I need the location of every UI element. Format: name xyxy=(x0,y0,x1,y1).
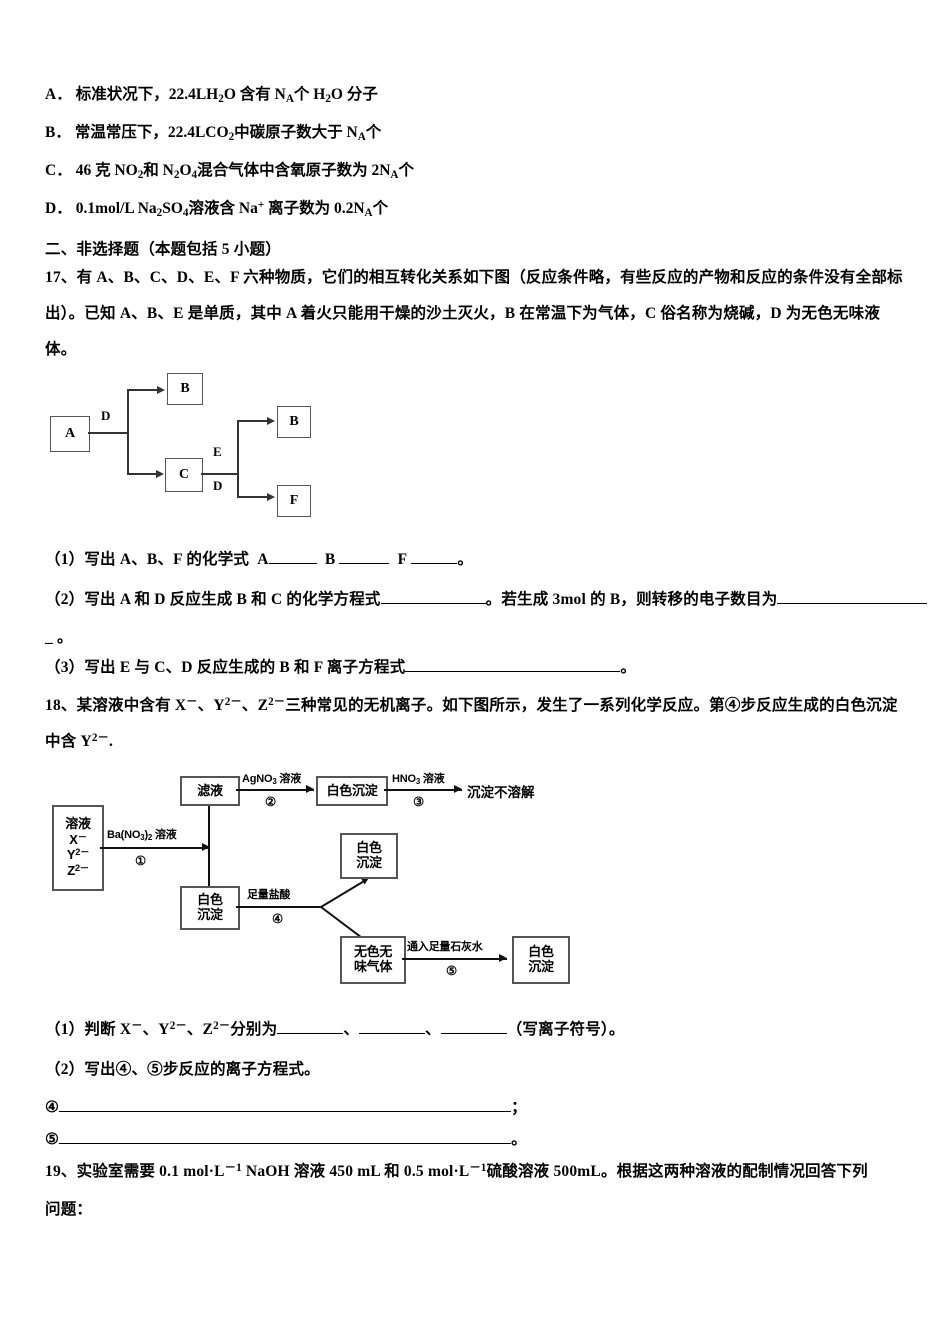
arrow-to-c-icon xyxy=(156,469,164,478)
choice-a: A．标准状况下，22.4LH2O 含有 NA个 H2O 分子 xyxy=(45,86,378,105)
edge-junction2-to-b xyxy=(237,420,269,422)
diagram2-reagent-2: AgNO3 溶液 xyxy=(242,773,302,786)
diagram1-label-d-left: D xyxy=(101,408,111,423)
q17-sub2-tail: _ 。 xyxy=(45,629,73,646)
diagram2-result-text: 沉淀不溶解 xyxy=(467,785,535,800)
q18-blank-x[interactable] xyxy=(277,1033,344,1035)
edge-fork-up xyxy=(320,879,366,908)
q17-blank-electrons[interactable] xyxy=(777,603,928,604)
edge-c-to-junction2 xyxy=(201,473,238,475)
q18-stem-line2: 中含 Y2－. xyxy=(45,732,114,751)
edge-step4 xyxy=(236,906,321,908)
edge-step5 xyxy=(402,958,507,960)
diagram1-box-b-top: B xyxy=(167,373,203,405)
q17-sub2: （2）写出 A 和 D 反应生成 B 和 C 的化学方程式。若生成 3mol 的… xyxy=(45,590,928,609)
edge-junction-vertical-left xyxy=(127,390,129,474)
edge-step3 xyxy=(384,789,462,791)
diagram1-box-b-right: B xyxy=(277,406,311,438)
q17-stem-line3: 体。 xyxy=(45,341,77,358)
source-ion-y: Y2－ xyxy=(66,847,90,863)
arrow-to-b-right-icon xyxy=(267,416,275,425)
q18-blank-z[interactable] xyxy=(440,1033,507,1035)
diagram2-step-5: ⑤ xyxy=(446,964,458,978)
q17-blank-b[interactable] xyxy=(339,563,390,564)
q18-blank-y[interactable] xyxy=(359,1033,426,1035)
diagram2-step-2: ② xyxy=(265,795,277,809)
diagram2-reagent-1: Ba(NO3)2 溶液 xyxy=(107,829,177,842)
q19-line1: 19、实验室需要 0.1 mol·L－1 NaOH 溶液 450 mL 和 0.… xyxy=(45,1162,868,1181)
edge-junction2-to-f xyxy=(237,496,269,498)
transformation-diagram-1: A B C B F D E D xyxy=(45,368,335,523)
section-heading: 二、非选择题（本题包括 5 小题） xyxy=(45,241,281,258)
diagram2-colorless-odorless-gas: 无色无 味气体 xyxy=(340,936,406,984)
diagram2-step-4: ④ xyxy=(272,912,284,926)
arrow-step2-icon xyxy=(306,785,314,793)
q17-blank-a[interactable] xyxy=(268,563,317,564)
diagram2-reagent-5: 通入足量石灰水 xyxy=(407,941,483,953)
choice-a-label: A． xyxy=(45,86,72,103)
arrow-step5-icon xyxy=(499,954,507,962)
choice-b-label: B． xyxy=(45,124,71,141)
q17-sub1: （1）写出 A、B、F 的化学式 A B F 。 xyxy=(45,551,474,568)
q18-blank-line-5: ⑤。 xyxy=(45,1131,527,1148)
source-title: 溶液 xyxy=(65,816,91,832)
source-ion-z: Z2－ xyxy=(67,863,89,879)
arrow-to-f-icon xyxy=(267,492,275,501)
choice-b: B．常温常压下，22.4LCO2中碳原子数大于 NA个 xyxy=(45,124,382,143)
q18-sub2: （2）写出④、⑤步反应的离子方程式。 xyxy=(45,1061,320,1078)
diagram2-white-precipitate-main: 白色 沉淀 xyxy=(180,886,240,930)
q17-blank-ionic[interactable] xyxy=(405,671,621,672)
q18-stem-line1: 18、某溶液中含有 X－、Y2－、Z2－三种常见的无机离子。如下图所示，发生了一… xyxy=(45,696,898,715)
diagram2-step-1: ① xyxy=(135,854,147,868)
diagram1-box-a: A xyxy=(50,416,90,452)
q17-sub3: （3）写出 E 与 C、D 反应生成的 B 和 F 离子方程式。 xyxy=(45,659,637,676)
q18-answer-blank-4[interactable] xyxy=(59,1111,512,1112)
source-ion-x: X－ xyxy=(69,831,87,847)
choice-c: C．46 克 NO2和 N2O4混合气体中含氧原子数为 2NA个 xyxy=(45,162,414,181)
arrow-step1-icon xyxy=(202,843,210,851)
diagram2-step-3: ③ xyxy=(413,795,425,809)
edge-a-to-junction xyxy=(88,432,128,434)
diagram1-label-e: E xyxy=(213,444,222,459)
diagram1-box-f: F xyxy=(277,485,311,517)
arrow-to-b-top-icon xyxy=(157,385,165,394)
q17-blank-equation[interactable] xyxy=(380,603,486,604)
edge-step1 xyxy=(100,847,210,849)
q17-number: 17、 xyxy=(45,269,77,286)
diagram1-label-d-right: D xyxy=(213,478,223,493)
choice-d-label: D． xyxy=(45,200,72,217)
diagram2-white-precipitate-final: 白色 沉淀 xyxy=(512,936,570,984)
edge-junction-vertical-right xyxy=(237,420,239,497)
q18-number: 18、 xyxy=(45,697,77,715)
reaction-flow-diagram-2: 溶液 X－ Y2－ Z2－ Ba(NO3)2 溶液 ① 滤液 AgNO3 溶液 … xyxy=(50,768,580,1003)
edge-junction-to-c xyxy=(127,473,157,475)
q17-stem-line1: 17、有 A、B、C、D、E、F 六种物质，它们的相互转化关系如下图（反应条件略… xyxy=(45,269,903,286)
q18-blank-line-4: ④； xyxy=(45,1099,527,1116)
q17-blank-f[interactable] xyxy=(411,563,458,564)
diagram2-reagent-4: 足量盐酸 xyxy=(247,889,291,901)
arrow-step3-icon xyxy=(454,785,462,793)
diagram1-box-c: C xyxy=(165,458,203,492)
q17-stem-line2: 出）。已知 A、B、E 是单质，其中 A 着火只能用干燥的沙土灭火，B 在常温下… xyxy=(45,305,881,322)
q18-answer-blank-5[interactable] xyxy=(59,1143,512,1144)
diagram2-white-precipitate-branch: 白色 沉淀 xyxy=(340,833,398,879)
choice-c-label: C． xyxy=(45,162,72,179)
diagram2-filtrate-box: 滤液 xyxy=(180,776,240,806)
edge-junction-to-b xyxy=(127,389,159,391)
q18-sub1: （1）判断 X－、Y2－、Z2－分别为、、（写离子符号）。 xyxy=(45,1020,625,1039)
edge-vertical-split xyxy=(208,802,210,906)
edge-step2 xyxy=(236,789,314,791)
q19-line2: 问题： xyxy=(45,1201,93,1218)
diagram2-reagent-3: HNO3 溶液 xyxy=(392,773,445,786)
q19-number: 19、 xyxy=(45,1163,77,1181)
diagram2-source-solution-box: 溶液 X－ Y2－ Z2－ xyxy=(52,805,104,891)
diagram2-white-precipitate-1: 白色沉淀 xyxy=(316,776,388,806)
choice-d: D．0.1mol/L Na2SO4溶液含 Na+ 离子数为 0.2NA个 xyxy=(45,198,389,219)
